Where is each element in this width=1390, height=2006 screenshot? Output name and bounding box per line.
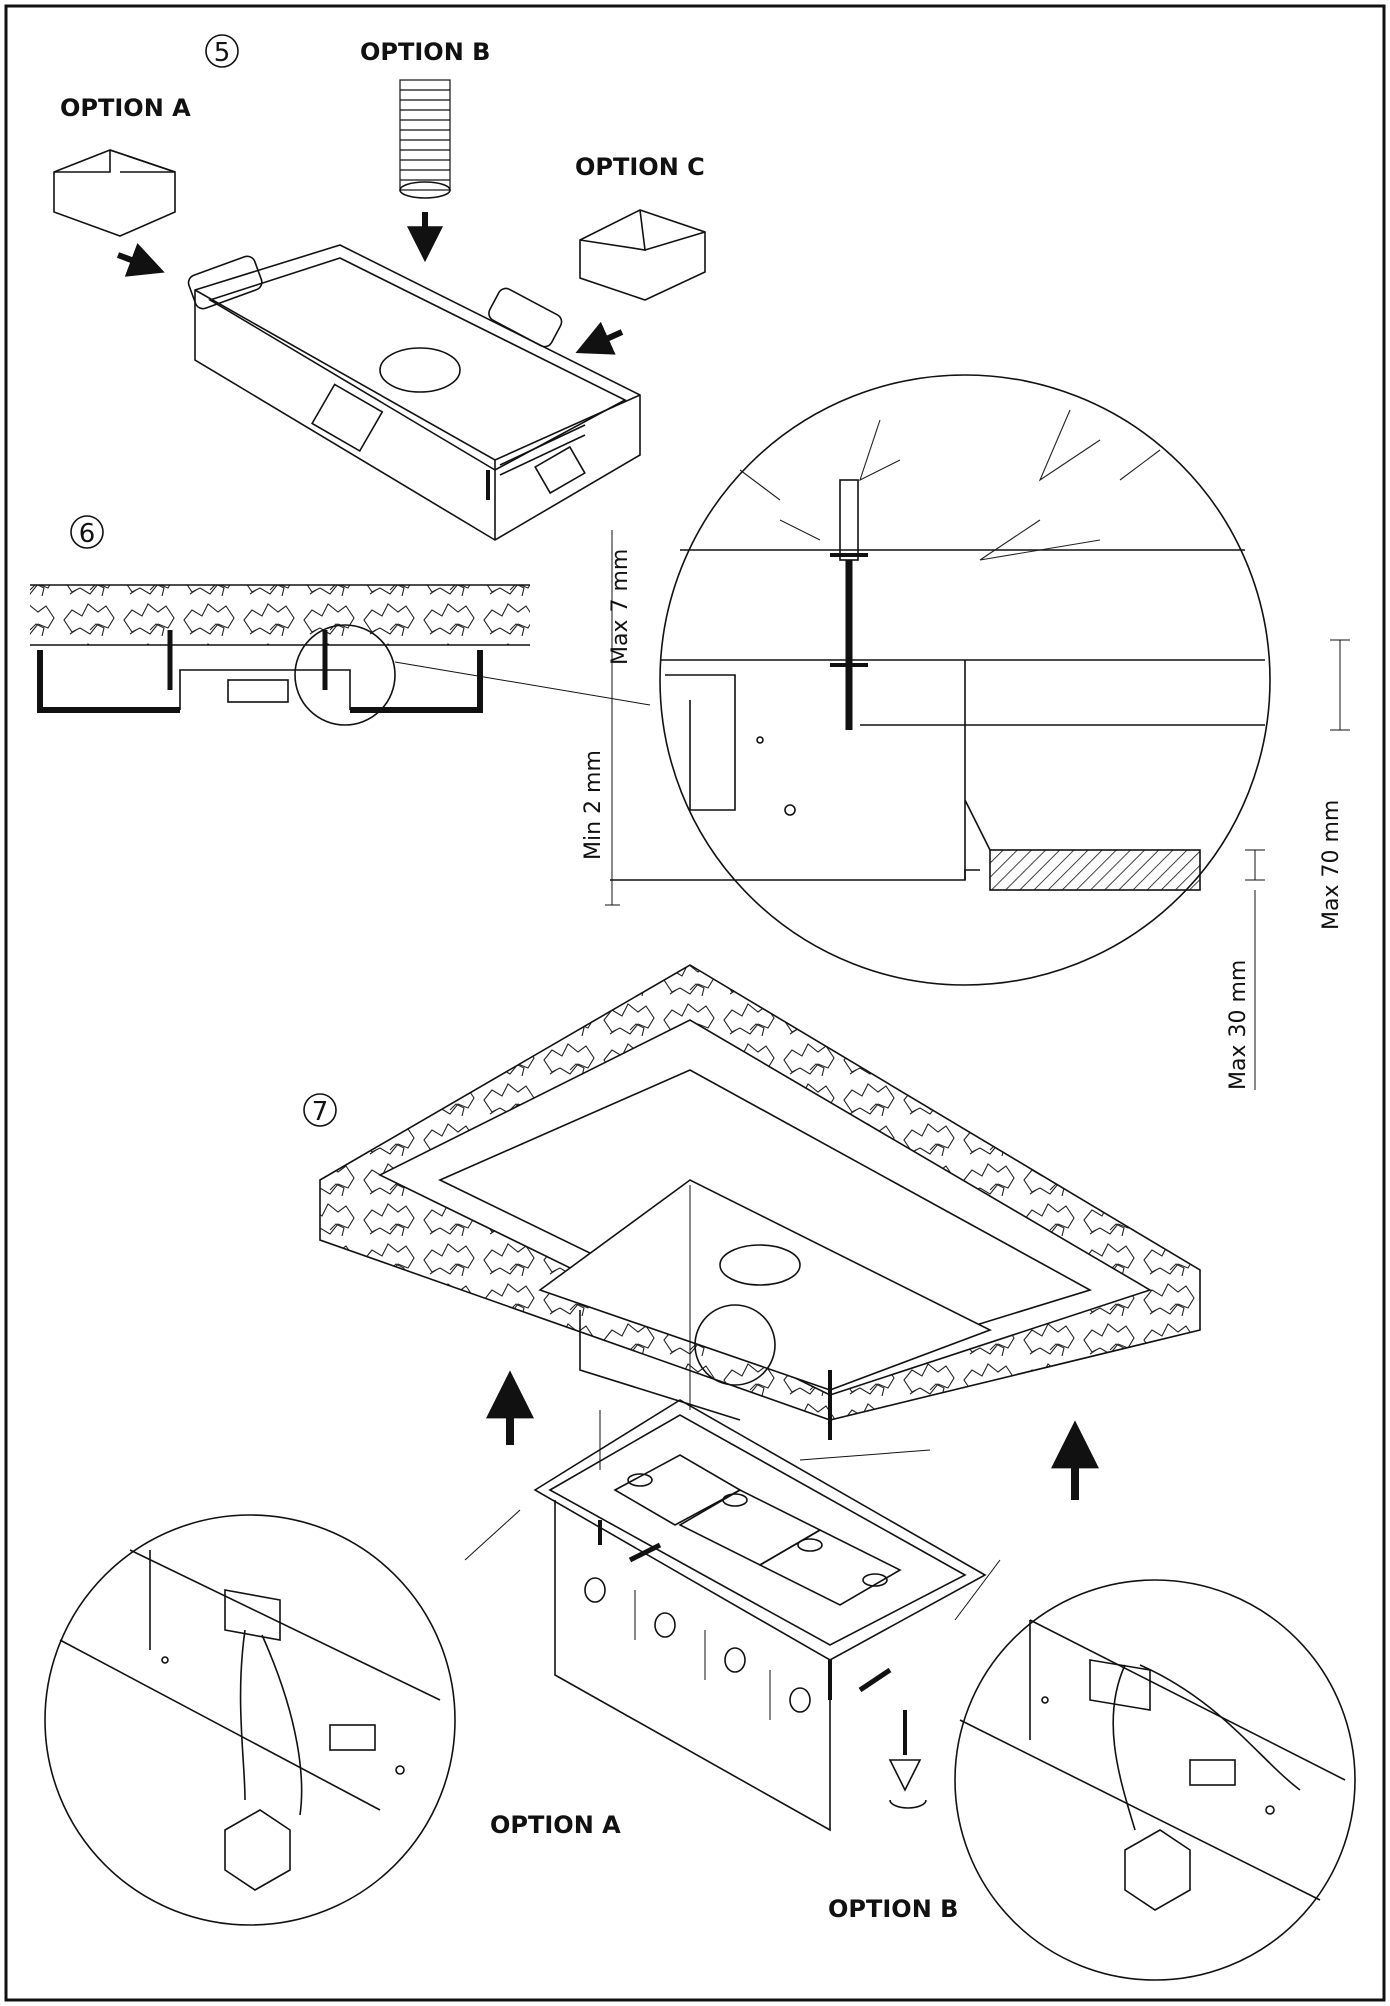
option-c-duct [579,209,706,301]
step-7-marker [303,1093,337,1127]
hood-canopy [533,1399,987,1832]
hood-housing-box [187,244,641,541]
option-a-duct [53,149,176,237]
step-6-marker [70,515,104,549]
option-b-label-top: OPTION B [360,38,490,66]
detail-option-a [44,1509,521,1926]
option-a-label-bottom: OPTION A [490,1811,621,1839]
dim-max-70: Max 70 mm [1319,800,1344,930]
option-c-label-top: OPTION C [575,153,705,181]
cabinet-panel-hatch [989,849,1201,891]
arrow-option-c [575,321,624,355]
step-5-group: 5 OPTION A OPTION B OPTION C [53,34,706,541]
dim-max-7: Max 7 mm [608,549,633,665]
option-b-label-bottom: OPTION B [828,1895,958,1923]
step-6-group: 6 [30,374,1350,1090]
ceiling-frame [319,964,1201,1440]
connector-callout [694,1304,776,1386]
option-a-label-top: OPTION A [60,94,191,122]
option-b-flex-duct [399,79,451,199]
step-5-marker [205,34,239,68]
detail-circle-large [610,374,1271,986]
dim-max-30: Max 30 mm [1226,960,1251,1090]
step-7-number: 7 [312,1097,329,1127]
step-5-number: 5 [214,38,231,68]
ceiling-slab-section [30,585,530,645]
page-border [4,4,1386,2002]
arrow-option-a [116,243,165,277]
dimension-lines [605,530,1350,1090]
detail-option-b [954,1559,1356,1981]
step-7-group: 7 [44,964,1356,1981]
detail-callout-small [294,624,396,726]
dim-min-2: Min 2 mm [581,750,606,860]
step-6-number: 6 [79,519,96,549]
